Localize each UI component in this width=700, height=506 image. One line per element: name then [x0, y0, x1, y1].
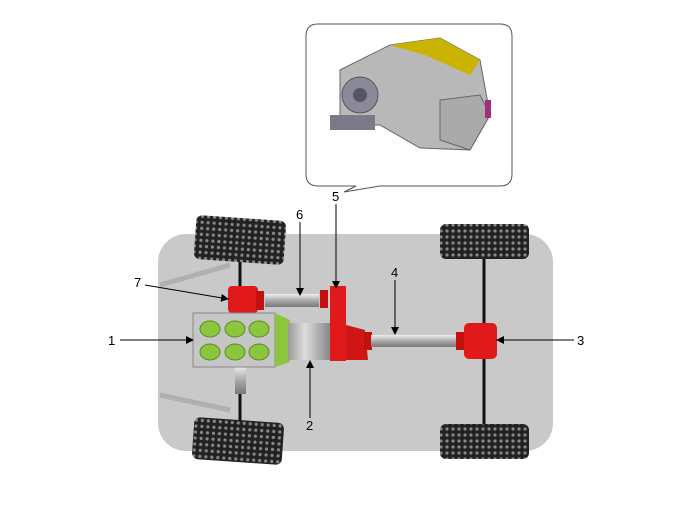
label-2: 2	[306, 418, 313, 433]
rear-propeller-shaft	[371, 335, 456, 347]
label-5: 5	[332, 189, 339, 204]
leader-lines	[120, 204, 574, 418]
rear-differential	[456, 323, 497, 359]
front-axle-shaft	[235, 366, 246, 394]
tire-front-right	[192, 417, 284, 465]
axles	[238, 256, 486, 428]
label-3: 3	[577, 333, 584, 348]
engine	[192, 312, 290, 368]
front-propeller-shaft	[265, 294, 319, 307]
label-1: 1	[108, 333, 115, 348]
front-differential	[228, 286, 264, 313]
transfer-case-3d-image	[330, 37, 491, 151]
tire-rear-left	[440, 224, 529, 259]
transmission	[288, 323, 330, 360]
transfer-case-callout	[305, 23, 513, 193]
label-4: 4	[391, 265, 398, 280]
label-6: 6	[296, 207, 303, 222]
transfer-case	[320, 286, 372, 361]
tire-rear-right	[440, 424, 529, 459]
label-7: 7	[134, 275, 141, 290]
tire-front-left	[193, 215, 287, 265]
chassis-shadow	[159, 262, 231, 413]
